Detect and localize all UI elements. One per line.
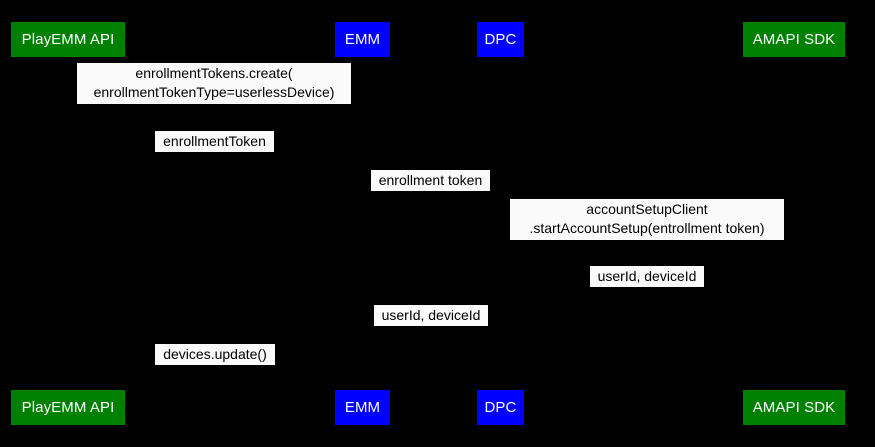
participant-dpc-top[interactable]: DPC: [477, 22, 524, 57]
message-line-1: [67, 112, 362, 113]
participant-playemm-api-top[interactable]: PlayEMM API: [11, 22, 125, 57]
participant-label: EMM: [344, 399, 381, 416]
message-line-3: [362, 199, 500, 200]
participant-label: PlayEMM API: [21, 399, 115, 416]
participant-label: DPC: [484, 31, 517, 48]
message-arrowhead-7: [67, 369, 74, 377]
message-label-enrollment-token-response: enrollmentToken: [155, 131, 274, 152]
lifeline-emm: [362, 57, 363, 390]
message-label-start-account-setup: accountSetupClient .startAccountSetup(en…: [510, 199, 784, 240]
message-arrowhead-5: [500, 291, 507, 299]
participant-emm-top[interactable]: EMM: [335, 22, 390, 57]
message-label-enrollment-token: enrollment token: [371, 170, 490, 191]
participant-amapi-sdk-top[interactable]: AMAPI SDK: [743, 22, 845, 57]
participant-dpc-bottom[interactable]: DPC: [477, 390, 524, 425]
participant-amapi-sdk-bottom[interactable]: AMAPI SDK: [743, 390, 845, 425]
message-line-5: [500, 295, 793, 296]
message-label-devices-update: devices.update(): [155, 344, 275, 365]
lifeline-amapi: [793, 57, 794, 390]
message-arrowhead-6: [362, 330, 369, 338]
participant-label: EMM: [344, 31, 381, 48]
message-label-userid-deviceid-amapi: userId, deviceId: [590, 266, 704, 287]
message-arrowhead-4: [786, 244, 793, 252]
message-line-4: [500, 248, 793, 249]
message-label-enrollment-tokens-create: enrollmentTokens.create( enrollmentToken…: [77, 63, 351, 104]
participant-label: AMAPI SDK: [752, 399, 836, 416]
participant-label: AMAPI SDK: [752, 31, 836, 48]
message-line-6: [362, 334, 500, 335]
lifeline-dpc: [500, 57, 501, 390]
participant-playemm-api-bottom[interactable]: PlayEMM API: [11, 390, 125, 425]
participant-emm-bottom[interactable]: EMM: [335, 390, 390, 425]
participant-label: PlayEMM API: [21, 31, 115, 48]
message-arrowhead-3: [493, 195, 500, 203]
message-arrowhead-2: [355, 156, 362, 164]
message-label-userid-deviceid-dpc: userId, deviceId: [374, 305, 488, 326]
message-line-2: [67, 160, 362, 161]
message-line-7: [67, 373, 362, 374]
message-arrowhead-1: [67, 108, 74, 116]
lifeline-playemm: [67, 57, 68, 390]
participant-label: DPC: [484, 399, 517, 416]
